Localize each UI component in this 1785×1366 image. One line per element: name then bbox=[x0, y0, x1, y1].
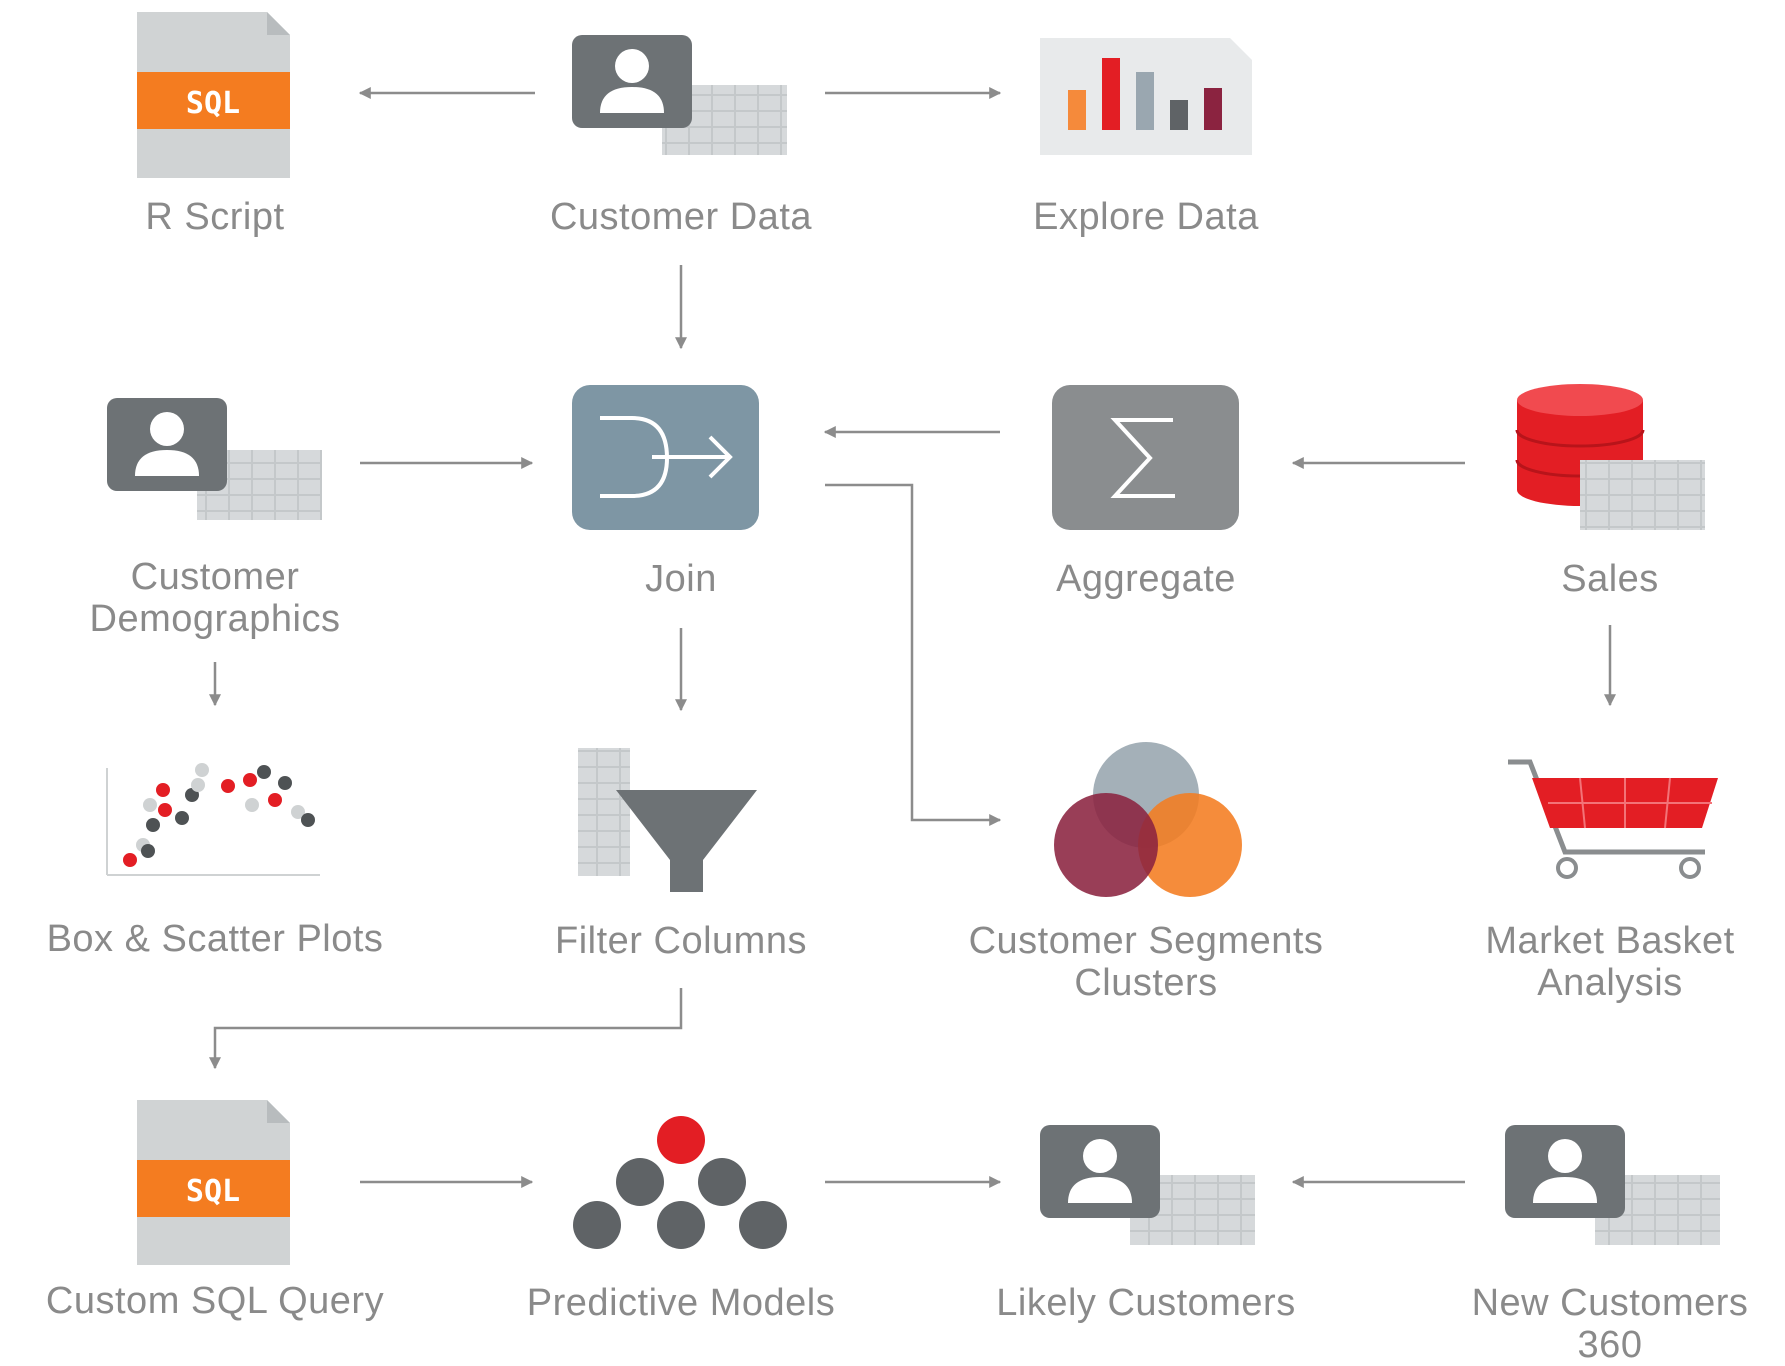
explore-data-node[interactable] bbox=[1040, 38, 1252, 155]
label-line: Clusters bbox=[1074, 962, 1218, 1004]
sql-badge: SQL bbox=[186, 86, 240, 121]
arrow-filter-to-custom-sql bbox=[209, 988, 683, 1070]
user-table-icon bbox=[107, 398, 322, 520]
sigma-icon bbox=[1052, 385, 1239, 530]
join-label: Join bbox=[645, 558, 717, 600]
customer-segments-node[interactable] bbox=[1054, 742, 1242, 897]
label-line: 360 bbox=[1577, 1324, 1643, 1366]
join-node[interactable] bbox=[572, 385, 759, 530]
user-table-icon bbox=[1040, 1125, 1255, 1245]
new-customers-label: New Customers 360 bbox=[1390, 1282, 1785, 1366]
sql-badge: SQL bbox=[186, 1174, 240, 1209]
sql-file-icon: SQL bbox=[137, 12, 290, 178]
funnel-icon bbox=[578, 748, 757, 892]
market-basket-label: Market Basket Analysis bbox=[1390, 920, 1785, 1004]
customer-demographics-label: Customer Demographics bbox=[0, 556, 435, 640]
scatter-plot-icon bbox=[106, 763, 320, 876]
customer-demographics-node[interactable] bbox=[107, 398, 322, 520]
scatter-points bbox=[123, 763, 315, 867]
market-basket-node[interactable] bbox=[1508, 759, 1718, 879]
predictive-models-node[interactable] bbox=[573, 1116, 787, 1249]
user-table-icon bbox=[572, 35, 787, 155]
sql-file-icon: SQL bbox=[137, 1100, 290, 1265]
new-customers-node[interactable] bbox=[1505, 1125, 1720, 1245]
predictive-models-label: Predictive Models bbox=[526, 1282, 836, 1324]
label-line: Analysis bbox=[1537, 962, 1683, 1004]
r-script-node[interactable]: SQL bbox=[137, 12, 290, 178]
tree-model-icon bbox=[573, 1116, 787, 1249]
venn-icon bbox=[1054, 742, 1242, 897]
label-line: Market Basket bbox=[1485, 920, 1735, 962]
likely-customers-node[interactable] bbox=[1040, 1125, 1255, 1245]
custom-sql-node[interactable]: SQL bbox=[137, 1100, 290, 1265]
custom-sql-label: Custom SQL Query bbox=[45, 1280, 385, 1322]
box-scatter-node[interactable] bbox=[106, 763, 320, 876]
customer-segments-label: Customer Segments Clusters bbox=[926, 920, 1366, 1004]
likely-customers-label: Likely Customers bbox=[996, 1282, 1296, 1324]
explore-data-label: Explore Data bbox=[1033, 196, 1259, 238]
join-icon bbox=[572, 385, 759, 530]
box-scatter-label: Box & Scatter Plots bbox=[46, 918, 384, 960]
label-line: Demographics bbox=[89, 598, 341, 640]
shopping-cart-icon bbox=[1508, 759, 1718, 879]
customer-data-node[interactable] bbox=[572, 35, 787, 155]
aggregate-label: Aggregate bbox=[1056, 558, 1236, 600]
mini-bars bbox=[1068, 58, 1222, 130]
label-line: Customer Segments bbox=[968, 920, 1324, 962]
database-icon bbox=[1515, 384, 1705, 530]
arrow-join-to-segments bbox=[825, 483, 1002, 826]
bar-chart-icon bbox=[1040, 38, 1252, 155]
sales-label: Sales bbox=[1561, 558, 1659, 600]
filter-columns-label: Filter Columns bbox=[555, 920, 807, 962]
label-line: Customer bbox=[130, 556, 300, 598]
label-line: New Customers bbox=[1471, 1282, 1749, 1324]
customer-data-label: Customer Data bbox=[549, 196, 813, 238]
connectors bbox=[209, 87, 1616, 1188]
aggregate-node[interactable] bbox=[1052, 385, 1239, 530]
sales-node[interactable] bbox=[1515, 384, 1705, 530]
filter-columns-node[interactable] bbox=[578, 748, 757, 892]
user-table-icon bbox=[1505, 1125, 1720, 1245]
r-script-label: R Script bbox=[145, 196, 285, 238]
